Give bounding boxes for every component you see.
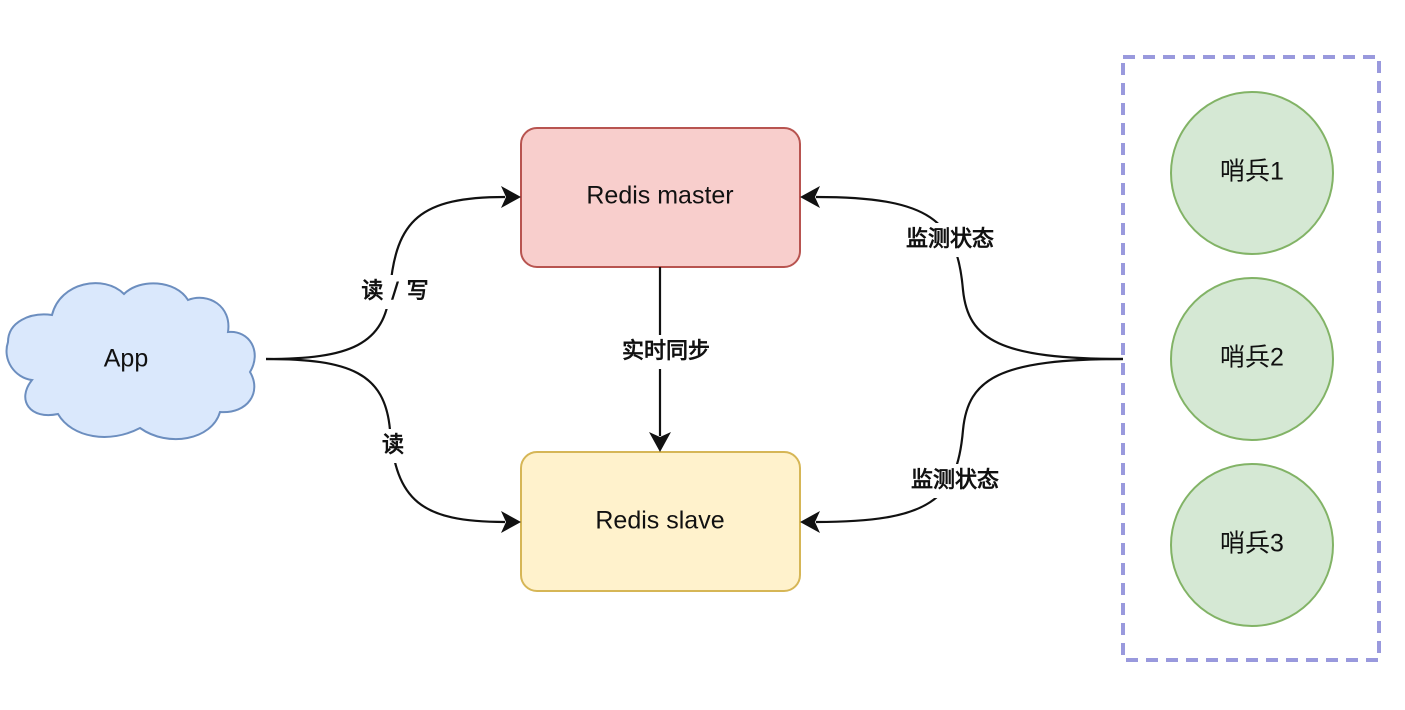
edge-label-read: 读 (382, 433, 404, 458)
sentinel-1-circle (1170, 91, 1334, 255)
edge-label-bg (893, 223, 1007, 257)
arrowhead-sentinels-to-slave (800, 511, 820, 533)
sentinel-2-circle (1170, 277, 1334, 441)
edge-label-group-app-master: 读 / 写 (352, 275, 438, 309)
redis-master-node: Redis master (520, 127, 801, 268)
arrowhead-sentinels-to-master (800, 186, 820, 208)
app-label: App (104, 345, 148, 373)
app-cloud-shape (5, 282, 256, 441)
edge-label-bg (352, 275, 438, 309)
sentinel-group-border (1121, 55, 1381, 662)
sentinel-2-label: 哨兵2 (1220, 344, 1284, 372)
edge-label-group-sentinels-master: 监测状态 (893, 223, 1007, 257)
sentinel-node-2: 哨兵2 (1170, 277, 1334, 441)
app-cloud: App (5, 282, 256, 441)
edge-sentinels-to-master (815, 195, 1124, 361)
arrowhead-app-to-master (501, 186, 521, 208)
edge-label-group-master-slave: 实时同步 (610, 335, 722, 369)
edge-label-group-sentinels-slave: 监测状态 (898, 464, 1012, 498)
redis-master-label: Redis master (586, 182, 733, 210)
edge-label-bg (898, 464, 1012, 498)
sentinel-1-label: 哨兵1 (1220, 158, 1284, 186)
edge-label-monitor-master: 监测状态 (906, 226, 994, 252)
edge-label-group-app-slave: 读 (374, 429, 414, 463)
arrowhead-master-to-slave (649, 432, 671, 452)
sentinel-node-1: 哨兵1 (1170, 91, 1334, 255)
redis-slave-node: Redis slave (520, 451, 801, 592)
arrowhead-app-to-slave (501, 511, 521, 533)
edge-label-monitor-slave: 监测状态 (911, 467, 999, 493)
edge-sentinels-to-slave (815, 357, 1124, 524)
redis-slave-label: Redis slave (595, 507, 724, 535)
edge-label-realtime-sync: 实时同步 (622, 338, 710, 364)
sentinel-node-3: 哨兵3 (1170, 463, 1334, 627)
redis-slave-box (520, 451, 801, 592)
sentinel-3-label: 哨兵3 (1220, 530, 1284, 558)
sentinel-3-circle (1170, 463, 1334, 627)
edge-label-bg (610, 335, 722, 369)
edge-label-bg (374, 429, 414, 463)
edge-label-read-write: 读 / 写 (361, 279, 428, 304)
